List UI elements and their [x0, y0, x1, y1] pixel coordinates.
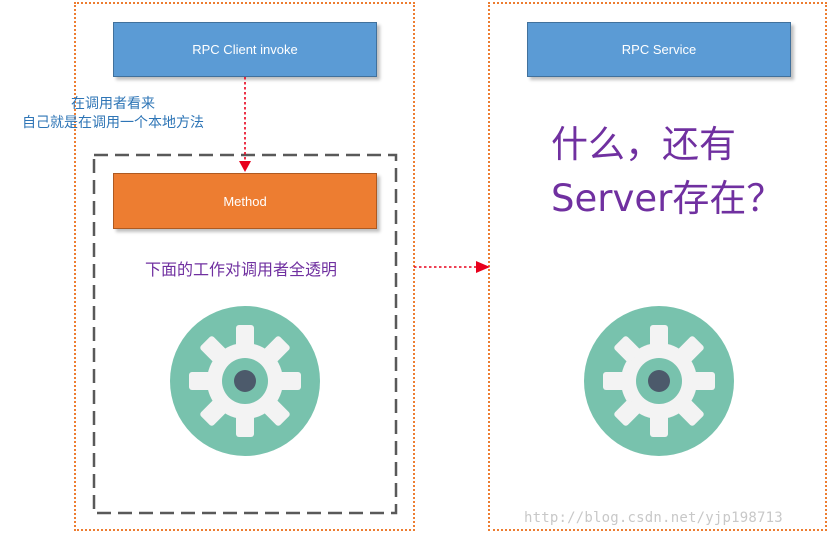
method-label: Method — [223, 193, 267, 209]
rpc-service-label: RPC Service — [621, 42, 697, 57]
invoke-arrow — [239, 77, 251, 172]
rpc-service-box: RPC Service — [527, 22, 791, 77]
watermark: http://blog.csdn.net/yjp198713 — [524, 510, 783, 526]
server-panel — [488, 2, 827, 531]
transparent-layer-frame — [92, 153, 398, 515]
transparency-note: 下面的工作对调用者全透明 — [145, 260, 338, 279]
gear-icon — [170, 306, 320, 456]
question-line-1: 什么，还有 — [551, 123, 736, 166]
method-box: Method — [113, 173, 377, 229]
caller-annotation: 在调用者看来 自己就是在调用一个本地方法 — [2, 95, 224, 133]
question-line-2: Server存在？ — [551, 177, 784, 220]
gear-icon — [584, 306, 734, 456]
annotation-line-2: 自己就是在调用一个本地方法 — [22, 115, 204, 131]
rpc-client-label: RPC Client invoke — [192, 42, 298, 57]
server-question: 什么，还有 Server存在？ — [551, 118, 783, 226]
annotation-line-1: 在调用者看来 — [71, 96, 155, 112]
rpc-client-box: RPC Client invoke — [113, 22, 377, 77]
remote-call-arrow — [414, 261, 490, 273]
